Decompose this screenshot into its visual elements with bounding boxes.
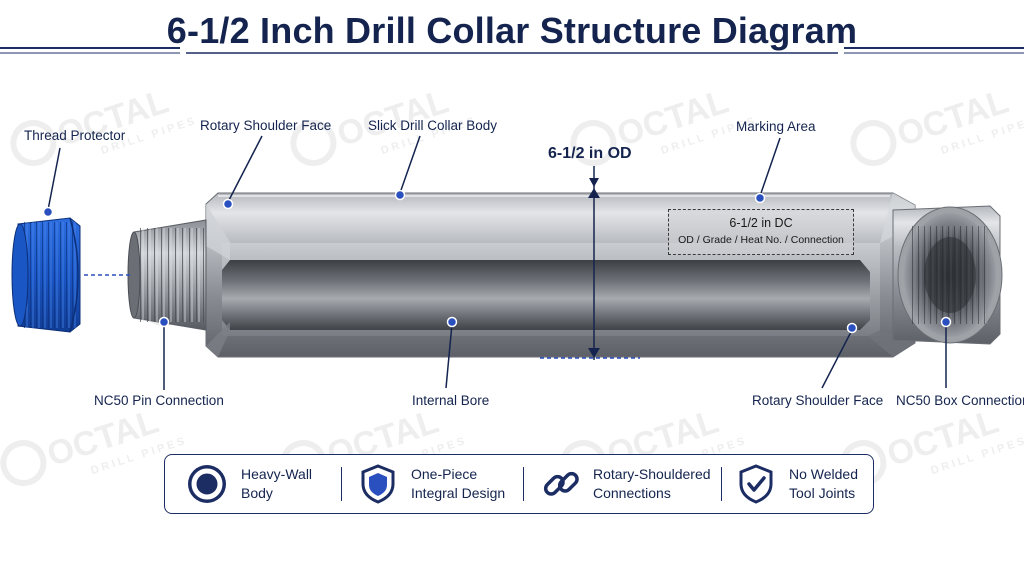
callout-leaders (47, 135, 947, 390)
feature-text-line: Integral Design (411, 485, 506, 501)
feature-divider (523, 467, 524, 501)
shield-icon (361, 464, 395, 504)
thread-protector (11, 217, 81, 333)
feature-text-line: Body (241, 485, 273, 501)
feature-text-line: Rotary-Shouldered (593, 466, 711, 482)
label-box-connection: NC50 Box Connection (896, 393, 1024, 408)
label-rotary-shoulder-face-top: Rotary Shoulder Face (200, 118, 332, 133)
feature-text-line: No Welded (789, 466, 859, 482)
label-internal-bore: Internal Bore (412, 393, 490, 408)
feature-text-line: Tool Joints (789, 485, 856, 501)
feature-divider (721, 467, 722, 501)
feature-text-line: Connections (593, 485, 671, 501)
internal-bore (222, 260, 870, 330)
od-dimension (540, 166, 640, 360)
box-connection (892, 205, 1003, 345)
page-title: 6-1/2 Inch Drill Collar Structure Diagra… (166, 10, 858, 51)
label-slick-body: Slick Drill Collar Body (368, 118, 498, 133)
check-shield-icon (739, 464, 773, 504)
feature-divider (341, 467, 342, 501)
label-pin-connection: NC50 Pin Connection (94, 393, 224, 408)
ring-icon (188, 465, 226, 503)
label-od: 6-1/2 in OD (548, 145, 632, 162)
label-rotary-shoulder-face-bottom: Rotary Shoulder Face (752, 393, 884, 408)
feature-text-line: One-Piece (411, 466, 478, 482)
pin-connection (127, 219, 207, 331)
feature-text-line: Heavy-Wall (241, 466, 313, 482)
label-thread-protector: Thread Protector (24, 128, 126, 143)
marking-line-2: OD / Grade / Heat No. / Connection (678, 234, 844, 246)
header-rules (0, 47, 1024, 54)
callout-dots (42, 189, 952, 334)
marking-area-box: 6-1/2 in DC OD / Grade / Heat No. / Conn… (668, 209, 854, 255)
label-marking-area: Marking Area (736, 119, 816, 134)
chain-link-icon (543, 471, 579, 496)
marking-line-1: 6-1/2 in DC (729, 216, 793, 230)
